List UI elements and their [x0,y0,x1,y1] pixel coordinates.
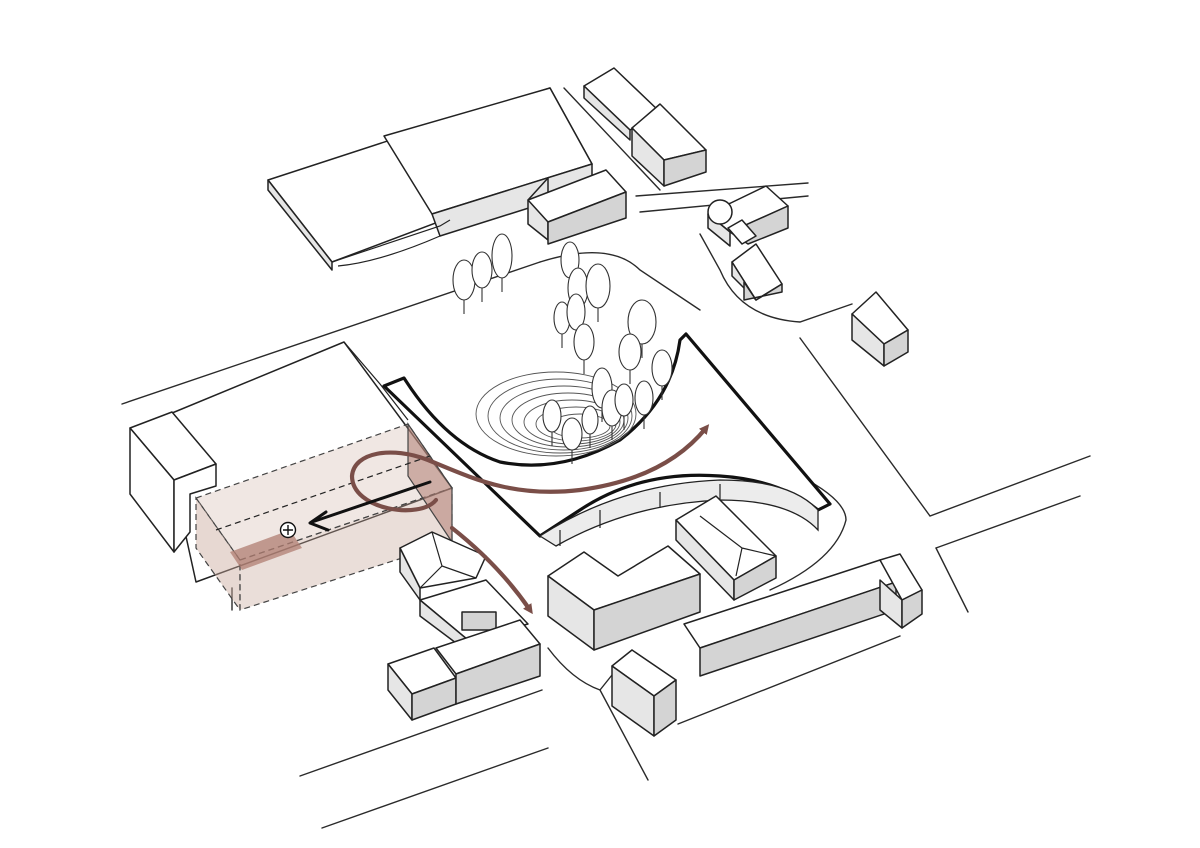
road-east-curve [699,233,853,323]
new-building-columns [559,484,721,546]
contour-ring-2 [487,378,633,454]
highlight-entrance-band [230,530,302,570]
house-north-small [527,169,627,245]
tower-annex-roof [727,219,757,245]
circle-plus-icon [279,521,297,539]
highlight-volume-front [239,487,453,611]
house-north-small-wall [547,191,627,245]
road-east-lower [799,337,1091,517]
tree-crown [585,263,611,309]
west-building-tower-side [173,463,217,553]
hip-house-side [733,555,777,601]
house-far-east [851,291,909,367]
flow-arrows [279,424,710,615]
south-hip-roof-house [675,495,777,601]
tree-crown [627,299,657,345]
tree-crown [491,233,513,279]
house-ne-row-wall [583,85,631,141]
tree-crown [618,333,642,371]
road-south-left-top [299,689,543,777]
tree-crown [614,383,634,417]
road-north-spur [563,87,661,191]
contour-ring-3 [499,385,629,451]
road-north-curve [539,252,701,311]
house-far-east-side [883,329,909,367]
road-northeast-top [635,182,809,197]
north-building-canopy [337,235,441,267]
round-tower [707,199,733,225]
highlight-dashed-mid [215,455,431,531]
tree-crown [561,417,583,451]
south-west-cluster [387,531,541,721]
sw-cluster-ridges-1 [419,531,477,589]
east-house-side [743,281,783,301]
tree-crown [573,323,595,361]
south-center-house [547,545,701,651]
east-tower-cluster [707,185,789,301]
tree-crown [471,251,493,289]
road-center-curve [769,475,847,591]
north-building-west-edge [267,179,333,271]
tree-crown [542,399,562,433]
north-large-building [267,87,593,271]
north-building-eave [331,219,451,263]
flow-arrow-through-courtyard [349,424,710,513]
south-east-long-building [611,553,923,737]
sw-long-facade [455,643,541,705]
highlighted-addition-volume [195,422,453,612]
trees [452,233,673,464]
west-existing-building [129,341,453,583]
flow-arrow-to-south [449,525,533,615]
main-arrow-shaft [310,480,432,524]
sw-cluster-inner-block [461,611,497,631]
new-building-facade [538,479,819,547]
house-northeast-row [583,67,707,187]
long-building-east-side [901,589,923,629]
road-east-bottom-edge [935,495,1081,549]
tree-crown [651,349,673,387]
hip-house-ridges [699,515,777,577]
tree-crown [581,405,599,435]
arrow-left-icon [308,510,330,532]
road-south-left-bottom [321,747,549,829]
road-southeast [677,635,901,725]
long-building-west-side [653,679,677,737]
contour-ring-1 [475,371,637,457]
highlight-volume-end [195,496,241,612]
tree-crown [634,380,654,416]
road-east-spur [935,547,969,613]
west-building-roof-ridge [343,341,409,421]
house-ne-gable-side [663,149,707,187]
south-center-side [593,573,701,651]
